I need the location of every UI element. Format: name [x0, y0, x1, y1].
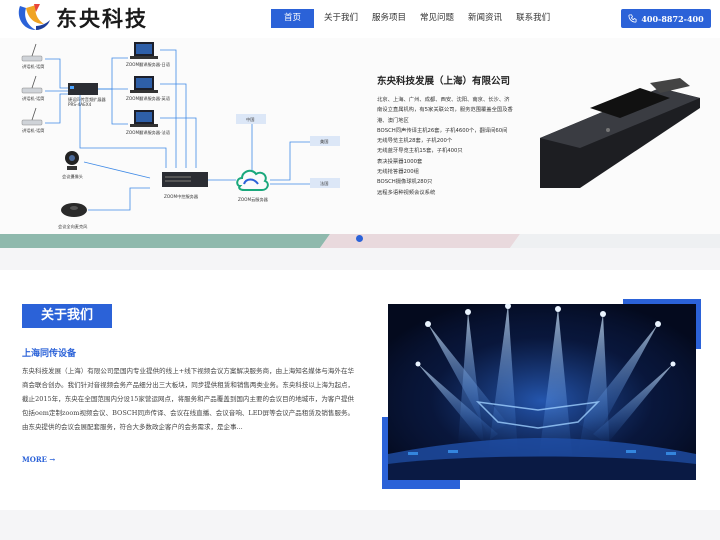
site-header: 东央科技 首页 关于我们 服务项目 常见问题 新闻资讯 联系我们 400-887… [0, 0, 720, 38]
phone-button[interactable]: 400-8872-400 [621, 9, 711, 28]
svg-text:ZOOM翻译服务器-英语: ZOOM翻译服务器-英语 [126, 95, 170, 102]
svg-text:讲话机-话筒: 讲话机-话筒 [22, 63, 44, 70]
spec-line: 表决投票器1000套 [377, 158, 423, 165]
nav-about[interactable]: 关于我们 [324, 13, 359, 23]
spec-line: 远程多语种视频会议系统 [377, 189, 436, 196]
svg-text:ZOOM翻译服务器-日语: ZOOM翻译服务器-日语 [126, 61, 170, 68]
audio-switch-icon [68, 83, 98, 95]
microphone-icon [21, 107, 43, 126]
svg-text:讲话机-话筒: 讲话机-话筒 [22, 127, 44, 134]
logo-mark-icon [18, 4, 50, 30]
laptop-icon [130, 110, 158, 127]
spec-line: BOSCH摄像球机280只 [377, 179, 433, 186]
svg-text:ZOOM翻译服务器-法语: ZOOM翻译服务器-法语 [126, 129, 170, 136]
main-nav: 首页 关于我们 服务项目 常见问题 新闻资讯 联系我们 [271, 9, 557, 28]
laptop-icon [130, 76, 158, 93]
spec-line: 港、澳门地区 [377, 117, 409, 124]
svg-text:美国: 美国 [320, 138, 328, 145]
nav-news[interactable]: 新闻资讯 [468, 13, 503, 23]
svg-text:捷运同传音频扩展器: 捷运同传音频扩展器 [68, 96, 107, 103]
stage-photo [388, 304, 696, 480]
nav-services[interactable]: 服务项目 [372, 13, 407, 23]
spec-line: BOSCH同声传译主机26套，子机4600个，翻译间60间 [377, 127, 508, 134]
spec-line: 无线抢答器200组 [377, 169, 419, 176]
cloud-icon [236, 169, 269, 191]
hero-banner: 讲话机-话筒 讲话机-话筒 讲话机-话筒 捷运同传音频扩展器 PRS-4AEX4 [0, 38, 720, 248]
spec-line: 无线导览主机28套，子机200个 [377, 138, 453, 145]
nav-faq[interactable]: 常见问题 [420, 13, 455, 23]
logo[interactable]: 东央科技 [14, 2, 148, 34]
nav-contact[interactable]: 联系我们 [516, 13, 551, 23]
carousel-dot[interactable] [356, 235, 363, 242]
section-gap [0, 248, 720, 270]
svg-text:ZOOM中控服务器: ZOOM中控服务器 [164, 193, 199, 200]
about-title: 关于我们 [22, 304, 112, 328]
phone-number: 400-8872-400 [641, 13, 704, 24]
camera-icon [65, 151, 79, 170]
laptop-icon [130, 42, 158, 59]
company-name: 东央科技发展（上海）有限公司 [377, 76, 511, 87]
phone-icon [628, 14, 637, 23]
spec-line: 南设立直属机构，有5家关联公司，服务范围覆盖全国及香 [377, 107, 513, 114]
svg-text:ZOOM云服务器: ZOOM云服务器 [238, 196, 269, 203]
section-gap [0, 510, 720, 540]
svg-text:讲话机-话筒: 讲话机-话筒 [22, 95, 44, 102]
nav-home[interactable]: 首页 [271, 9, 314, 28]
spec-line: 北京、上海、广州、成都、西安、沈阳、南京、长沙、济 [377, 97, 510, 103]
speakerphone-icon [61, 203, 87, 217]
svg-text:法国: 法国 [320, 180, 328, 187]
server-icon [162, 172, 208, 187]
about-body: 东央科技发展（上海）有限公司是国内专业提供的线上+线下视频会议方案解决服务商，由… [22, 367, 354, 432]
microphone-icon [21, 75, 43, 94]
about-section: 关于我们 上海同传设备 东央科技发展（上海）有限公司是国内专业提供的线上+线下视… [0, 270, 720, 510]
spec-line: 无线蓝牙导览主机15套，子机400只 [377, 148, 463, 155]
system-diagram: 讲话机-话筒 讲话机-话筒 讲话机-话筒 捷运同传音频扩展器 PRS-4AEX4 [0, 42, 720, 248]
svg-text:中国: 中国 [246, 116, 254, 123]
microphone-icon [21, 43, 43, 62]
svg-text:会议全向麦克风: 会议全向麦克风 [58, 223, 88, 230]
spec-list: 北京、上海、广州、成都、西安、沈阳、南京、长沙、济 南设立直属机构，有5家关联公… [377, 95, 537, 198]
svg-text:会议摄像头: 会议摄像头 [62, 173, 83, 180]
more-link[interactable]: MORE → [22, 455, 56, 464]
logo-text: 东央科技 [56, 6, 148, 31]
receiver-product-icon [540, 78, 700, 188]
about-subtitle: 上海同传设备 [22, 349, 77, 359]
